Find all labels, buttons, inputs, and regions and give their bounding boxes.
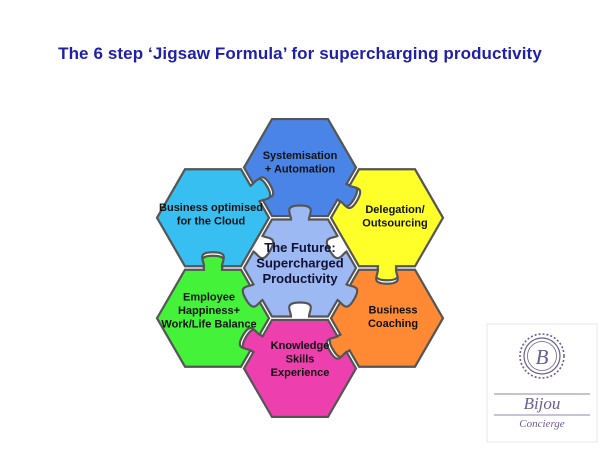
outer-pieces [155, 117, 445, 419]
logo-emblem-icon: B [519, 333, 565, 379]
jigsaw-piece-upper-left [155, 168, 272, 268]
bijou-concierge-logo: B Bijou Concierge [486, 323, 598, 443]
page-title: The 6 step ‘Jigsaw Formula’ for supercha… [58, 44, 542, 63]
center-piece-group [241, 204, 359, 318]
logo-name: Bijou [524, 394, 561, 413]
logo-tagline: Concierge [519, 418, 565, 430]
logo-monogram: B [536, 345, 549, 369]
jigsaw-piece-center [241, 204, 359, 318]
labels: Systemisation+ AutomationDelegation/Outs… [159, 150, 428, 379]
piece-label-top: Systemisation+ Automation [263, 150, 338, 176]
piece-label-upper-right: Delegation/Outsourcing [362, 204, 427, 230]
